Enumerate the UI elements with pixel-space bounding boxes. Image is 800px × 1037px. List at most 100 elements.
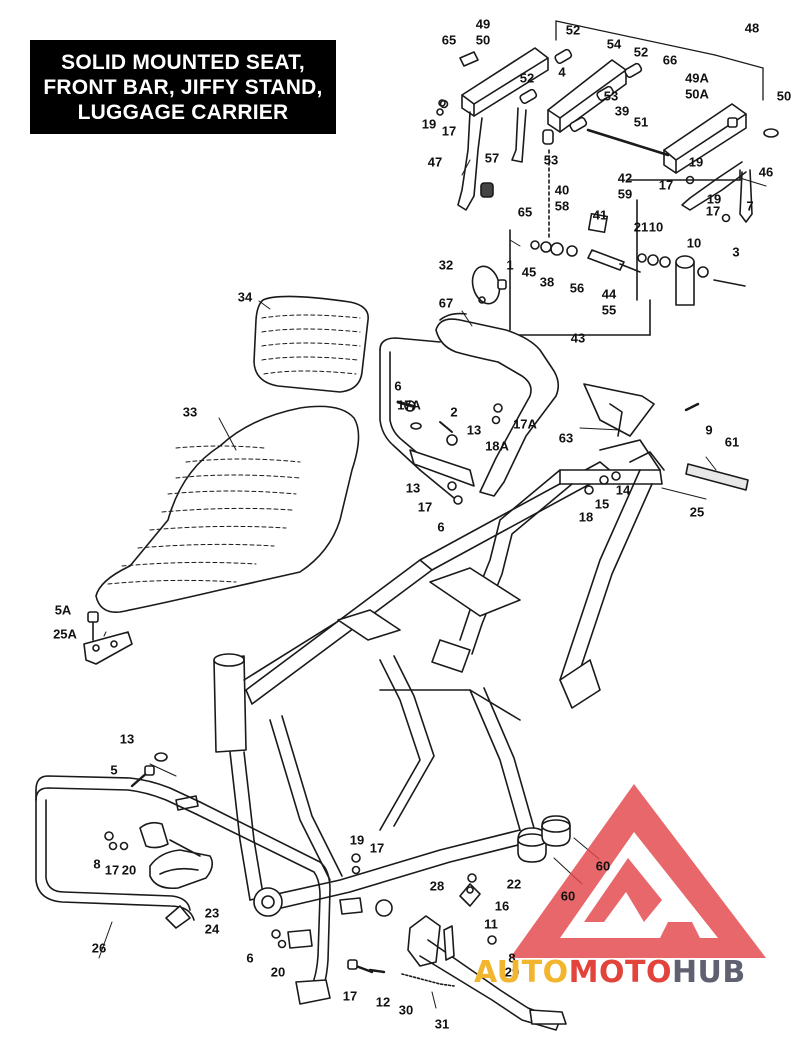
callout-number: 34 (237, 289, 253, 305)
callout-number: 17 (705, 203, 721, 219)
callout-number: 19 (706, 191, 722, 207)
callout-number: 32 (438, 257, 454, 273)
callout-number: 52 (519, 70, 535, 86)
callout-number: 52 (565, 22, 581, 38)
callout-number: 50 (776, 88, 792, 104)
fasteners (104, 99, 738, 974)
callout-number: 55 (601, 302, 617, 318)
callout-number: 57 (484, 150, 500, 166)
callout-number: 8 (93, 856, 101, 872)
callout-number: 17 (658, 177, 674, 193)
callout-number: 5 (110, 762, 118, 778)
callout-number: 49 (475, 16, 491, 32)
callout-number: 50 (475, 32, 491, 48)
callout-number: 45 (521, 264, 537, 280)
callout-number: 17A (513, 416, 537, 432)
callout-number: 17 (342, 988, 358, 1004)
jiffy-stand (401, 873, 567, 1031)
callout-number: 67 (438, 295, 454, 311)
title-line-3: LUGGAGE CARRIER (77, 100, 289, 124)
callout-number: 44 (601, 286, 617, 302)
callout-number: 48 (744, 20, 760, 36)
callout-number: 39 (614, 103, 630, 119)
callout-number: 16 (494, 898, 510, 914)
title-line-2: FRONT BAR, JIFFY STAND, (43, 75, 323, 99)
callout-number: 18 (578, 509, 594, 525)
callout-number: 59 (617, 186, 633, 202)
callout-number: 5A (54, 602, 72, 618)
callout-number: 6 (394, 378, 402, 394)
callout-number: 17 (369, 840, 385, 856)
callout-number: 22 (506, 876, 522, 892)
callout-number: 49A (685, 70, 709, 86)
callout-number: 54 (606, 36, 622, 52)
callout-number: 20 (270, 964, 286, 980)
callout-number: 29 (504, 964, 520, 980)
callout-number: 10 (648, 219, 664, 235)
callout-number: 14 (615, 482, 631, 498)
callout-number: 18A (485, 438, 509, 454)
callout-number: 60 (560, 888, 576, 904)
callout-number: 17 (441, 123, 457, 139)
callout-number: 19 (349, 832, 365, 848)
callout-number: 53 (603, 88, 619, 104)
callout-number: 13 (119, 731, 135, 747)
callout-number: 12 (375, 994, 391, 1010)
seat (95, 405, 360, 613)
callout-number: 66 (662, 52, 678, 68)
callout-number: 33 (182, 404, 198, 420)
callout-number: 3 (732, 244, 740, 260)
callout-number: 52 (633, 44, 649, 60)
watermark-moto: MOTO (568, 955, 672, 990)
watermark-wordmark: AUTOMOTOHUB (474, 955, 746, 990)
luggage-carrier (439, 20, 779, 336)
callout-number: 6 (437, 519, 445, 535)
callout-number: 2 (450, 404, 458, 420)
callout-number: 46 (758, 164, 774, 180)
callout-number: 1 (506, 257, 514, 273)
callout-number: 50A (685, 86, 709, 102)
diagram-title: SOLID MOUNTED SEAT, FRONT BAR, JIFFY STA… (30, 40, 336, 134)
watermark-auto: AUTO (474, 955, 569, 990)
front-engine-bar (35, 775, 331, 1005)
callout-number: 6 (246, 950, 254, 966)
callout-number: 19 (421, 116, 437, 132)
callout-number: 41 (592, 207, 608, 223)
callout-number: 19 (688, 154, 704, 170)
callout-number: 17 (104, 862, 120, 878)
callout-number: 65 (517, 204, 533, 220)
title-line-1: SOLID MOUNTED SEAT, (61, 50, 305, 74)
callout-number: 43 (570, 330, 586, 346)
callout-number: 13 (466, 422, 482, 438)
callout-number: 26 (91, 940, 107, 956)
callout-number: 17 (417, 499, 433, 515)
callout-number: 61 (724, 434, 740, 450)
sissy-bar (379, 312, 560, 505)
callout-number: 65 (441, 32, 457, 48)
callout-number: 11 (484, 916, 498, 932)
automotohub-logo-icon (510, 784, 766, 958)
callout-number: 30 (398, 1002, 414, 1018)
carrier-mount-hardware (471, 212, 746, 306)
callout-number: 21 (633, 219, 649, 235)
callout-number: 63 (558, 430, 574, 446)
callout-number: 4 (558, 64, 566, 80)
callout-number: 40 (554, 182, 570, 198)
backrest-pad (253, 295, 369, 393)
callout-number: 24 (204, 921, 220, 937)
callout-number: 9 (705, 422, 713, 438)
callout-number: 23 (204, 905, 220, 921)
callout-number: 53 (543, 152, 559, 168)
callout-number: 56 (569, 280, 585, 296)
callout-number: 38 (539, 274, 555, 290)
callout-number: 58 (554, 198, 570, 214)
callout-number: 28 (429, 878, 445, 894)
callout-number: 42 (617, 170, 633, 186)
callout-number: 15 (594, 496, 610, 512)
callout-number: 7 (746, 198, 754, 214)
callout-number: 13 (405, 480, 421, 496)
callout-number: 8 (508, 950, 516, 966)
callout-number: 17A (397, 397, 421, 413)
